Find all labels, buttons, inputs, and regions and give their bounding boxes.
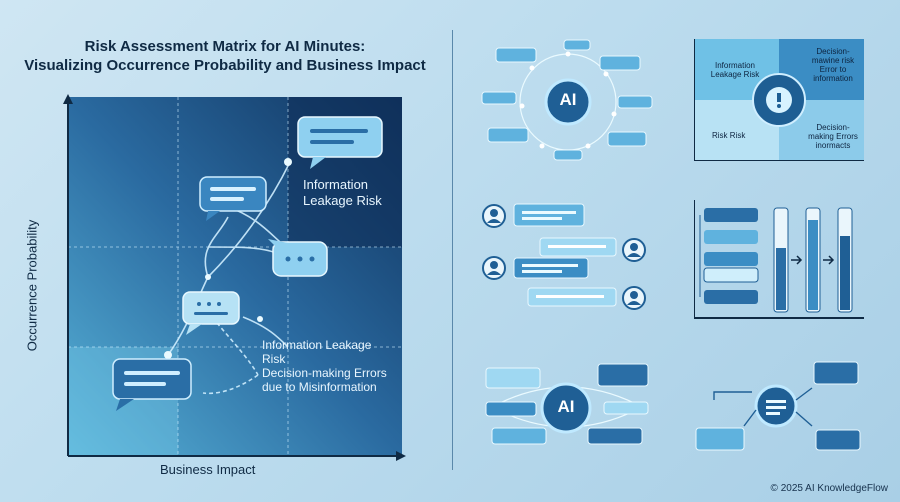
label-line: Information [303, 177, 369, 192]
quadrant-line: Information [714, 61, 756, 70]
label-line: Decision-making Errors [262, 366, 387, 380]
quadrant-line: Leakage Risk [710, 70, 760, 79]
central-node-panel [695, 361, 861, 451]
conversation-panel [482, 203, 646, 310]
quadrant-bottom-right: Decision- making Errors inormacts [802, 123, 864, 150]
user-icon [482, 204, 506, 228]
label-line: Information Leakage [262, 338, 372, 352]
ai-hub-panel-2 [485, 363, 649, 445]
label-bottom-risks: Information Leakage Risk Decision-making… [262, 338, 387, 394]
chat-bubble-dots-right [268, 239, 328, 277]
quadrant-top-right: Decision- mawine risk Error to informati… [802, 47, 864, 83]
ai-badge: AI [559, 90, 577, 109]
quadrant-line: information [813, 74, 853, 83]
ai-hub-panel [481, 39, 653, 161]
quadrant-line: inormacts [815, 141, 851, 150]
quadrant-line: Decision- [816, 47, 850, 56]
x-axis-label: Business Impact [160, 462, 256, 477]
user-icon [482, 256, 506, 280]
risk-matrix: Information Leakage Risk Information Lea… [68, 97, 402, 455]
label-line: Risk [262, 352, 286, 366]
ai-badge-2: AI [557, 397, 575, 416]
flow-bars-panel [694, 200, 864, 319]
chat-bubble-dots-left [182, 291, 240, 335]
chat-bubble-top [297, 116, 383, 169]
user-icon [622, 286, 646, 310]
quadrant-line: Risk Risk [712, 131, 746, 140]
quadrant-panel: Information Leakage Risk Decision- mawin… [694, 39, 864, 161]
label-line: due to Misinformation [262, 380, 377, 394]
diagram-title: Risk Assessment Matrix for AI Minutes: [84, 38, 366, 55]
label-info-leak: Information Leakage Risk [303, 177, 382, 209]
chat-bubble-bottom [112, 358, 192, 411]
copyright-footer: © 2025 AI KnowledgeFlow [770, 483, 888, 494]
quadrant-bottom-left: Risk Risk [712, 131, 745, 140]
section-divider [452, 30, 453, 470]
matrix-axes [63, 94, 406, 461]
quadrant-top-left: Information Leakage Risk [704, 61, 766, 79]
label-line: Leakage Risk [303, 193, 382, 208]
quadrant-graphic [694, 39, 864, 161]
user-icon [622, 238, 646, 262]
risk-matrix-graphic [68, 97, 402, 455]
quadrant-line: making Errors [808, 132, 858, 141]
chat-bubble-mid [199, 176, 267, 221]
quadrant-line: Error to [819, 65, 847, 74]
quadrant-line: mawine risk [811, 56, 855, 65]
diagram-subtitle: Visualizing Occurrence Probability and B… [24, 57, 426, 74]
quadrant-line: Decision- [816, 123, 850, 132]
y-axis-label: Occurrence Probability [24, 219, 40, 352]
